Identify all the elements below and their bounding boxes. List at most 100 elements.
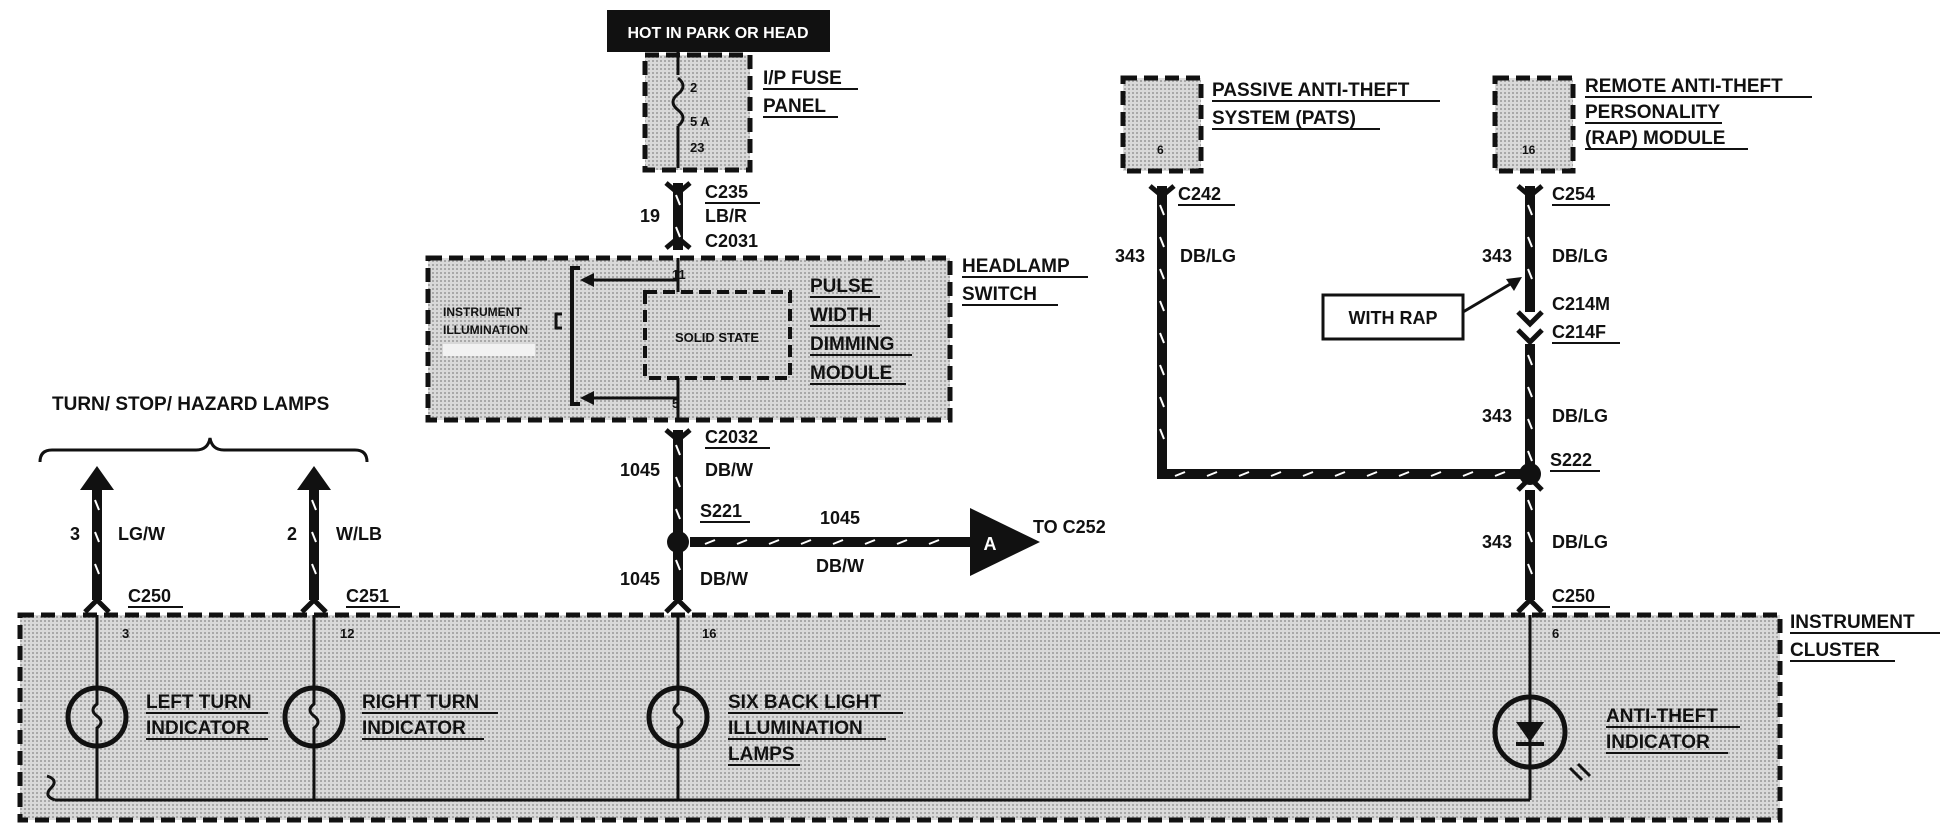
pats-pin: 6 bbox=[1157, 143, 1164, 157]
wire-tracer-mark bbox=[1159, 204, 1165, 216]
rap-module-box bbox=[1492, 75, 1576, 174]
fuse-rating: 5 A bbox=[690, 114, 710, 129]
backlight-label-line3: LAMPS bbox=[728, 744, 795, 765]
wire-tracer-mark bbox=[768, 539, 780, 545]
wire-19-number: 19 bbox=[640, 206, 660, 226]
wire-343-rap-lower-number: 343 bbox=[1482, 532, 1512, 552]
left-turn-label-line2: INDICATOR bbox=[146, 718, 250, 739]
instrument-illumination-line1: INSTRUMENT bbox=[443, 305, 522, 319]
wire-tracer-mark bbox=[1527, 236, 1533, 248]
splice-s221-label: S221 bbox=[700, 501, 742, 521]
wire-2-color: W/LB bbox=[336, 524, 382, 544]
wire-tracer-mark bbox=[675, 508, 681, 520]
connector-c254: C254 bbox=[1552, 184, 1595, 204]
wire-1045-upper-number: 1045 bbox=[620, 460, 660, 480]
wire-3-color: LG/W bbox=[118, 524, 165, 544]
rap-pin: 16 bbox=[1522, 143, 1536, 157]
wire-343-pats-color: DB/LG bbox=[1180, 246, 1236, 266]
wire-tracer-mark bbox=[1159, 236, 1165, 248]
right-turn-label-line1: RIGHT TURN bbox=[362, 692, 479, 713]
offpage-arrow-icon bbox=[970, 508, 1040, 576]
wire-tracer-mark bbox=[94, 531, 100, 543]
splice-s222-label: S222 bbox=[1550, 450, 1592, 470]
cluster-pin-backlight: 16 bbox=[702, 626, 716, 641]
wire-tracer-mark bbox=[1527, 354, 1533, 366]
switch-pin-bottom: 5 bbox=[672, 396, 679, 411]
fuse-pin-in: 2 bbox=[690, 80, 697, 95]
wire-tracer-mark bbox=[311, 499, 317, 511]
splice-s221 bbox=[667, 531, 689, 553]
wire-tracer-mark bbox=[675, 226, 681, 238]
lamps-group-brace bbox=[38, 437, 369, 463]
wire-tracer-mark bbox=[1527, 499, 1533, 511]
wire-tracer-mark bbox=[1527, 268, 1533, 280]
turn-stop-hazard-label: TURN/ STOP/ HAZARD LAMPS bbox=[52, 394, 329, 415]
antitheft-label-line2: INDICATOR bbox=[1606, 732, 1710, 753]
wire-tracer-mark bbox=[1206, 471, 1218, 477]
wire-tracer-mark bbox=[1334, 471, 1346, 477]
connector-c2031: C2031 bbox=[705, 231, 758, 251]
fuse-panel-label-line1: I/P FUSE bbox=[763, 68, 842, 89]
wire-tracer-mark bbox=[675, 559, 681, 571]
wire-1045-upper-color: DB/W bbox=[705, 460, 753, 480]
left-turn-label-line1: LEFT TURN bbox=[146, 692, 252, 713]
power-source-label: HOT IN PARK OR HEAD bbox=[627, 25, 808, 42]
pwm-label-line2: WIDTH bbox=[810, 305, 872, 326]
wire-tracer-mark bbox=[94, 499, 100, 511]
left-turn-bulb bbox=[65, 685, 129, 749]
rap-label-line2: PERSONALITY bbox=[1585, 102, 1720, 123]
ground-icon bbox=[46, 774, 56, 802]
wire-tracer-mark bbox=[800, 539, 812, 545]
pwm-label-line1: PULSE bbox=[810, 276, 873, 297]
headlamp-switch-label-line1: HEADLAMP bbox=[962, 256, 1070, 277]
antitheft-led bbox=[1492, 694, 1592, 782]
connector-c250-right: C250 bbox=[1552, 586, 1595, 606]
antitheft-label-line1: ANTI-THEFT bbox=[1606, 706, 1718, 727]
wire-tracer-mark bbox=[1174, 471, 1186, 477]
power-source-badge bbox=[607, 10, 830, 52]
wire-tracer-mark bbox=[1159, 396, 1165, 408]
connector-c2032: C2032 bbox=[705, 427, 758, 447]
rap-label-line3: (RAP) MODULE bbox=[1585, 128, 1725, 149]
wire-tracer-mark bbox=[1494, 471, 1506, 477]
wire-tracer-mark bbox=[1462, 471, 1474, 477]
pats-module-box bbox=[1120, 75, 1204, 174]
backlight-label-line1: SIX BACK LIGHT bbox=[728, 692, 881, 713]
solid-state-label: SOLID STATE bbox=[675, 330, 759, 345]
wire-tracer-mark bbox=[1527, 450, 1533, 462]
wire-tracer-mark bbox=[832, 539, 844, 545]
offpage-letter: A bbox=[984, 534, 997, 554]
wire-19-color: LB/R bbox=[705, 206, 747, 226]
wire-343-rap-mid-color: DB/LG bbox=[1552, 406, 1608, 426]
wire-tracer-mark bbox=[1159, 268, 1165, 280]
right-turn-label-line2: INDICATOR bbox=[362, 718, 466, 739]
wire-tracer-mark bbox=[1159, 428, 1165, 440]
wire-1045-branch-color: DB/W bbox=[816, 556, 864, 576]
backlight-bulb bbox=[646, 685, 710, 749]
wire-tracer-mark bbox=[94, 563, 100, 575]
wire-tracer-mark bbox=[675, 194, 681, 206]
wire-tracer-mark bbox=[675, 444, 681, 456]
right-turn-bulb bbox=[282, 685, 346, 749]
wire-tracer-mark bbox=[1238, 471, 1250, 477]
wire-1045-lower-number: 1045 bbox=[620, 569, 660, 589]
wire-343-rap-lower-color: DB/LG bbox=[1552, 532, 1608, 552]
wire-tracer-mark bbox=[675, 476, 681, 488]
solid-state-box bbox=[643, 290, 792, 380]
cluster-label-line2: CLUSTER bbox=[1790, 640, 1880, 661]
wire-343-rap-upper-number: 343 bbox=[1482, 246, 1512, 266]
wire-1045-lower-color: DB/W bbox=[700, 569, 748, 589]
fuse-pin-out: 23 bbox=[690, 140, 704, 155]
with-rap-box bbox=[1321, 293, 1465, 341]
instrument-illumination-line2: ILLUMINATION bbox=[443, 323, 528, 337]
wire-3-number: 3 bbox=[70, 524, 80, 544]
pwm-label-line4: MODULE bbox=[810, 363, 892, 384]
wire-tracer-mark bbox=[704, 539, 716, 545]
wire-343-pats-number: 343 bbox=[1115, 246, 1145, 266]
wire-tracer-mark bbox=[736, 539, 748, 545]
wire-tracer-mark bbox=[1527, 204, 1533, 216]
pwm-label-line3: DIMMING bbox=[810, 334, 894, 355]
connector-c214m: C214M bbox=[1552, 294, 1610, 314]
splice-s222 bbox=[1519, 463, 1541, 485]
